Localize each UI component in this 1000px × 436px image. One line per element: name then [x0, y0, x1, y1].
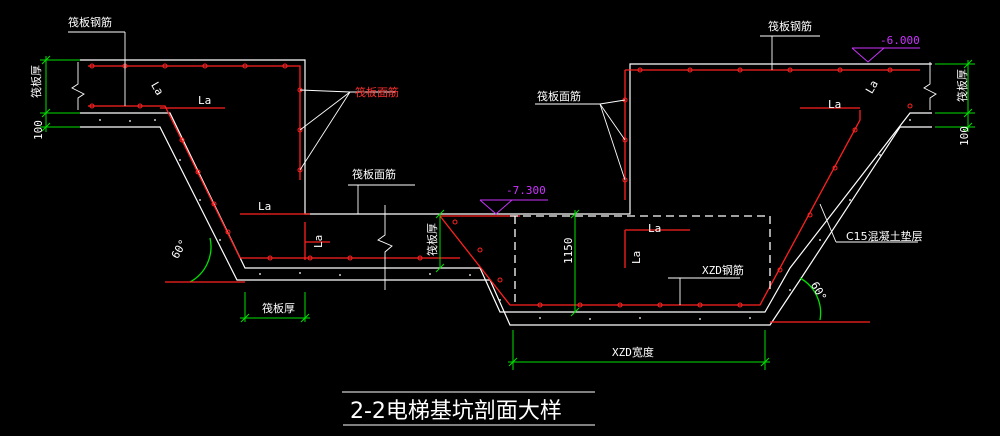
label-la-4: La: [312, 235, 325, 248]
rebar-lines: [88, 65, 920, 323]
label-raft-top-bar-red: 筏板面筋: [355, 85, 399, 99]
label-c15-layer: C15混凝土垫层: [846, 229, 923, 243]
leader-lines: [68, 31, 937, 426]
label-xzd-width: XZD宽度: [612, 345, 654, 359]
label-elev-left: -7.300: [506, 184, 546, 197]
label-angle-left: 60°: [169, 237, 190, 261]
label-la-8: La: [863, 78, 881, 96]
label-la-1: La: [198, 94, 211, 107]
dimension-lines: [40, 55, 975, 370]
label-raft-rebar-right: 筏板钢筋: [768, 19, 812, 33]
rebar-dots: [89, 63, 913, 308]
label-dim-100-left: 100: [32, 120, 45, 140]
label-angle-right: 60°: [808, 280, 829, 304]
elevation-markers: [479, 47, 920, 215]
cushion-hatching: [99, 119, 911, 320]
label-xzd-rebar: XZD钢筋: [702, 263, 744, 277]
label-raft-top-bar-mid: 筏板面筋: [352, 167, 396, 181]
label-la-2: La: [148, 80, 166, 98]
label-raft-thick-left: 筏板厚: [29, 65, 43, 98]
label-la-3: La: [258, 200, 271, 213]
label-raft-thick-right: 筏板厚: [955, 69, 969, 102]
label-la-7: La: [828, 98, 841, 111]
label-raft-top-bar-right: 筏板面筋: [537, 89, 581, 103]
label-la-5: La: [648, 222, 661, 235]
label-raft-rebar-left: 筏板钢筋: [68, 15, 112, 29]
label-raft-thick-mid: 筏板厚: [425, 223, 439, 256]
label-raft-thick-bottom: 筏板厚: [262, 301, 295, 315]
label-la-6: La: [630, 251, 643, 264]
label-dim-100-right: 100: [958, 126, 971, 146]
drawing-title: 2-2电梯基坑剖面大样: [350, 399, 562, 424]
label-dim-1150: 1150: [562, 238, 575, 265]
label-elev-right: -6.000: [880, 34, 920, 47]
